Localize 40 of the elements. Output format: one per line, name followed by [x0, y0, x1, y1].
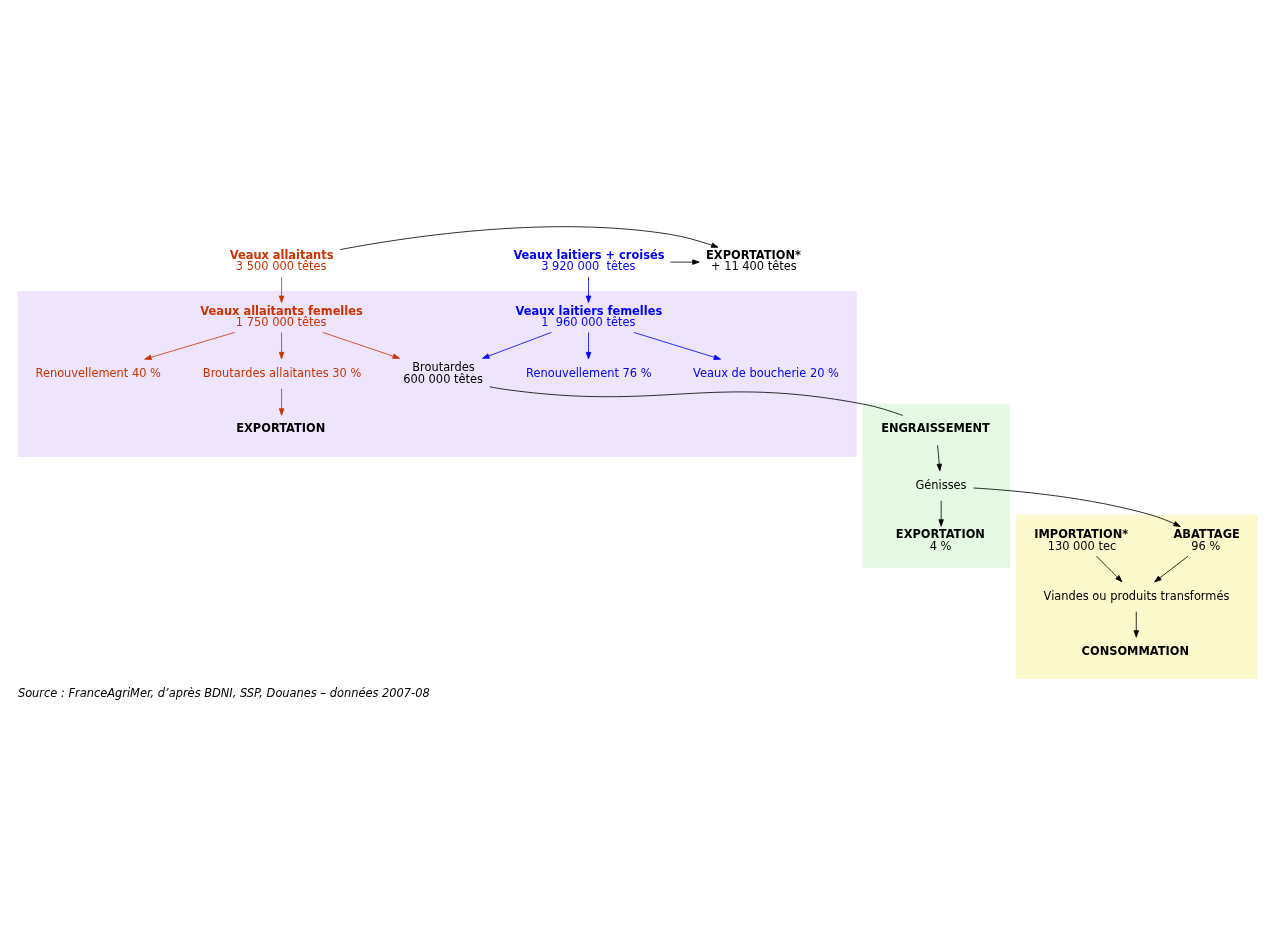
node-text: Broutardes 600 000 têtes [403, 359, 483, 386]
arrow [278, 276, 285, 303]
node-text: Broutardes allaitantes 30 % [202, 365, 362, 380]
node-text: ENGRAISSEMENT [881, 420, 990, 435]
arrow [938, 499, 944, 527]
arrow [585, 331, 592, 359]
arrow [278, 331, 285, 359]
node-text: EXPORTATION [236, 420, 326, 435]
node-text: EXPORTATION 4 % [895, 526, 985, 553]
arrow [1133, 610, 1139, 638]
node-text: EXPORTATION* + 11 400 têtes [706, 247, 802, 273]
cluster [862, 403, 1011, 568]
arrow [482, 331, 552, 359]
node-text: ABATTAGE 96 % [1173, 526, 1240, 553]
arrow [1154, 555, 1189, 582]
node-text: Viandes ou produits transformés [1043, 588, 1230, 603]
caption: Source : FranceAgriMer, d’après BDNI, SSP, Douanes – données 2007-08 [17, 685, 430, 700]
arrow [973, 487, 1181, 527]
arrow [633, 331, 721, 360]
arrow [585, 276, 592, 303]
node-text: Renouvellement 76 % [526, 365, 652, 380]
arrow [278, 387, 285, 416]
node-text: CONSOMMATION [1081, 643, 1190, 658]
node-text: Veaux laitiers + croisés 3 920 000 têtes [513, 247, 665, 273]
node-text: IMPORTATION* 130 000 tec [1034, 526, 1129, 553]
node-text: Veaux laitiers femelles 1 960 000 têtes [515, 303, 663, 329]
connector [489, 385, 904, 416]
node-text: Veaux de boucherie 20 % [693, 365, 839, 380]
cluster [1015, 514, 1258, 679]
node-text: Génisses [915, 477, 967, 492]
arrow [936, 444, 942, 471]
arrow [322, 331, 400, 359]
cluster [17, 290, 857, 457]
node-text: Veaux allaitants femelles 1 750 000 têtes [200, 303, 363, 329]
arrow [339, 225, 719, 250]
arrow [1096, 555, 1123, 582]
arrow [670, 258, 700, 265]
node-text: Renouvellement 40 % [35, 365, 161, 380]
node-text: Veaux allaitants 3 500 000 têtes [229, 247, 334, 273]
arrow [144, 331, 236, 360]
